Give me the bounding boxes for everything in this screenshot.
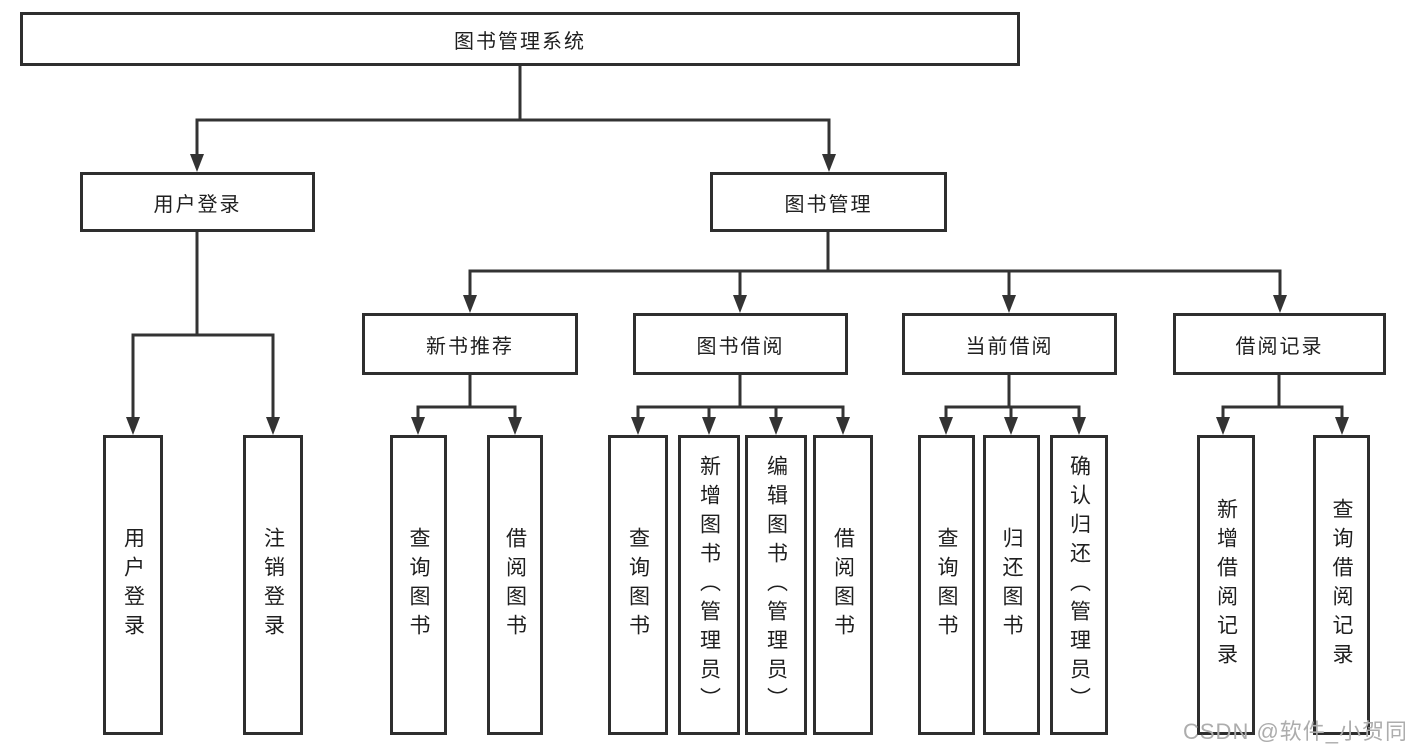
leaf-edit-books-admin: 编辑图书（管理员） <box>745 435 807 735</box>
node-label: 图书管理系统 <box>454 30 586 53</box>
node-label: 编辑图书（管理员） <box>764 454 788 716</box>
node-label: 当前借阅 <box>965 335 1054 358</box>
node-label: 借阅记录 <box>1235 335 1324 358</box>
node-current-borrowing: 当前借阅 <box>902 313 1117 375</box>
leaf-borrow-books-recommend: 借阅图书 <box>487 435 543 735</box>
node-label: 归还图书 <box>1000 527 1023 643</box>
leaf-query-books-recommend: 查询图书 <box>390 435 447 735</box>
node-new-book-recommendation: 新书推荐 <box>362 313 578 375</box>
node-label: 查询图书 <box>407 527 430 643</box>
node-label: 图书管理 <box>784 193 873 216</box>
node-label: 确认归还（管理员） <box>1067 454 1091 716</box>
node-label: 新增借阅记录 <box>1214 498 1238 672</box>
node-label: 查询借阅记录 <box>1330 498 1353 672</box>
node-label: 注销登录 <box>261 527 285 643</box>
node-borrowing-records: 借阅记录 <box>1173 313 1386 375</box>
node-label: 新书推荐 <box>426 335 514 358</box>
node-label: 用户登录 <box>121 527 145 643</box>
node-label: 查询图书 <box>935 527 958 643</box>
node-label: 用户登录 <box>153 193 242 216</box>
node-label: 新增图书（管理员） <box>697 454 721 716</box>
node-label: 借阅图书 <box>831 527 855 643</box>
leaf-add-books-admin: 新增图书（管理员） <box>678 435 740 735</box>
node-book-management: 图书管理 <box>710 172 947 232</box>
leaf-return-books: 归还图书 <box>983 435 1040 735</box>
leaf-user-login: 用户登录 <box>103 435 163 735</box>
node-label: 查询图书 <box>626 527 650 643</box>
leaf-query-borrow-record: 查询借阅记录 <box>1313 435 1370 735</box>
leaf-logout: 注销登录 <box>243 435 303 735</box>
node-book-management-system: 图书管理系统 <box>20 12 1020 66</box>
arrowheads <box>126 154 1349 435</box>
node-user-login: 用户登录 <box>80 172 315 232</box>
leaf-borrow-books-borrowing: 借阅图书 <box>813 435 873 735</box>
leaf-query-books-current: 查询图书 <box>918 435 975 735</box>
leaf-query-books-borrowing: 查询图书 <box>608 435 668 735</box>
node-label: 图书借阅 <box>696 335 785 358</box>
node-book-borrowing: 图书借阅 <box>633 313 848 375</box>
leaf-confirm-return-admin: 确认归还（管理员） <box>1050 435 1108 735</box>
leaf-add-borrow-record: 新增借阅记录 <box>1197 435 1255 735</box>
csdn-watermark: CSDN @软件_小贺同学 <box>1183 719 1405 744</box>
node-label: 借阅图书 <box>503 527 527 643</box>
